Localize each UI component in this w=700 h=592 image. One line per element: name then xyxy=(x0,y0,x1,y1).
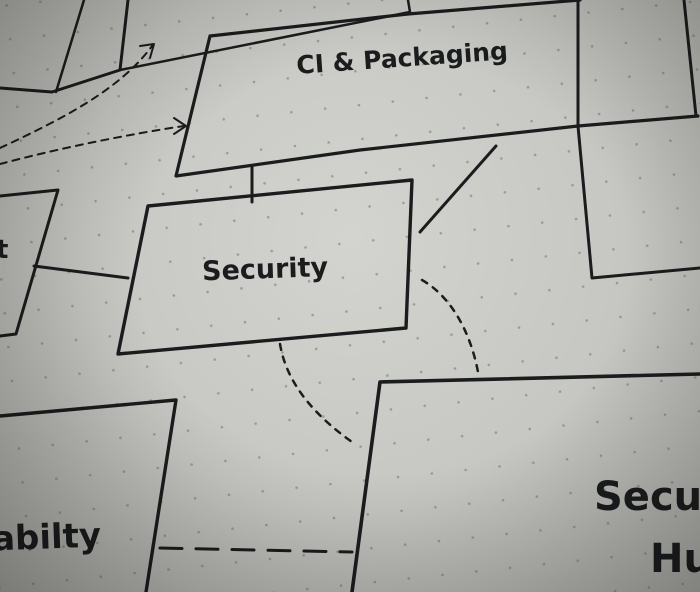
top-left-box-edge xyxy=(118,0,412,72)
dashed-bottom-connector xyxy=(158,546,354,554)
observability-partial-label: abilty xyxy=(0,516,102,560)
top-left-partial-box xyxy=(0,0,130,94)
security-hub-label-line2: Hu xyxy=(650,536,700,582)
right-mid-box xyxy=(576,124,700,280)
dashed-arrow-1 xyxy=(0,45,153,149)
arrowhead-1 xyxy=(139,43,155,59)
ci-packaging-box xyxy=(174,0,700,178)
dashed-arrow-2 xyxy=(0,125,185,165)
security-hub-box xyxy=(350,372,700,592)
left-partial-box xyxy=(0,188,60,338)
security-box xyxy=(116,178,414,356)
security-label: Security xyxy=(202,252,329,287)
top-left-partial-box-inner xyxy=(54,0,86,94)
left-security-connector xyxy=(32,264,130,280)
observability-box xyxy=(0,398,178,592)
dashed-curve-right xyxy=(420,278,480,374)
right-top-box-edge-2 xyxy=(682,0,698,118)
security-hub-label-line1: Secu xyxy=(594,474,700,520)
arrowhead-2 xyxy=(173,117,187,135)
security-right-connector xyxy=(418,144,498,234)
dashed-curve-bottom xyxy=(278,342,354,444)
left-box-mark: t xyxy=(0,235,8,265)
